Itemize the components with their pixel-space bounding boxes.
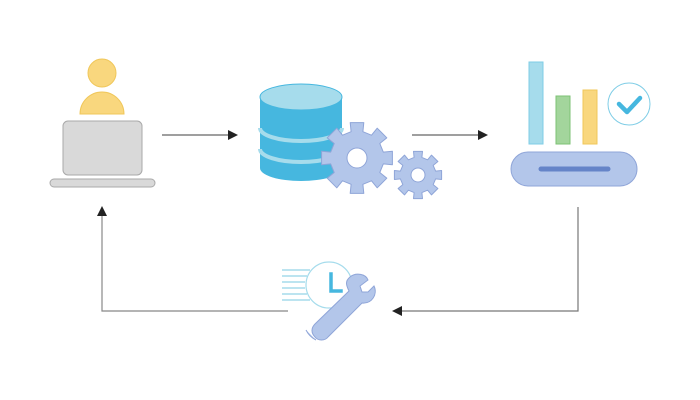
bar-green: [555, 95, 571, 145]
wrench-icon: [305, 273, 376, 341]
clock-wrench-icon: [282, 261, 376, 341]
check-circle: [607, 82, 651, 126]
database-gears-icon: [258, 83, 443, 200]
gear-hole: [410, 167, 426, 183]
laptop-screen: [62, 120, 143, 176]
user-body: [79, 91, 125, 115]
clock-hands: [329, 272, 343, 293]
user-head: [87, 58, 117, 88]
laptop-base: [49, 178, 156, 188]
bar-blue: [528, 61, 544, 145]
gear-hole: [346, 147, 368, 169]
check-icon: [616, 95, 643, 115]
database-icon: [258, 83, 344, 181]
arrow-maintenance-to-user: [97, 206, 288, 312]
large-gear-icon: [321, 122, 393, 194]
user-laptop-icon: [49, 58, 156, 188]
arrow-analytics-to-maintenance: [392, 207, 579, 316]
speed-lines-icon: [282, 269, 310, 301]
bar-yellow: [582, 89, 598, 145]
bar-chart-check-icon: [510, 61, 651, 187]
small-gear-icon: [393, 150, 443, 200]
